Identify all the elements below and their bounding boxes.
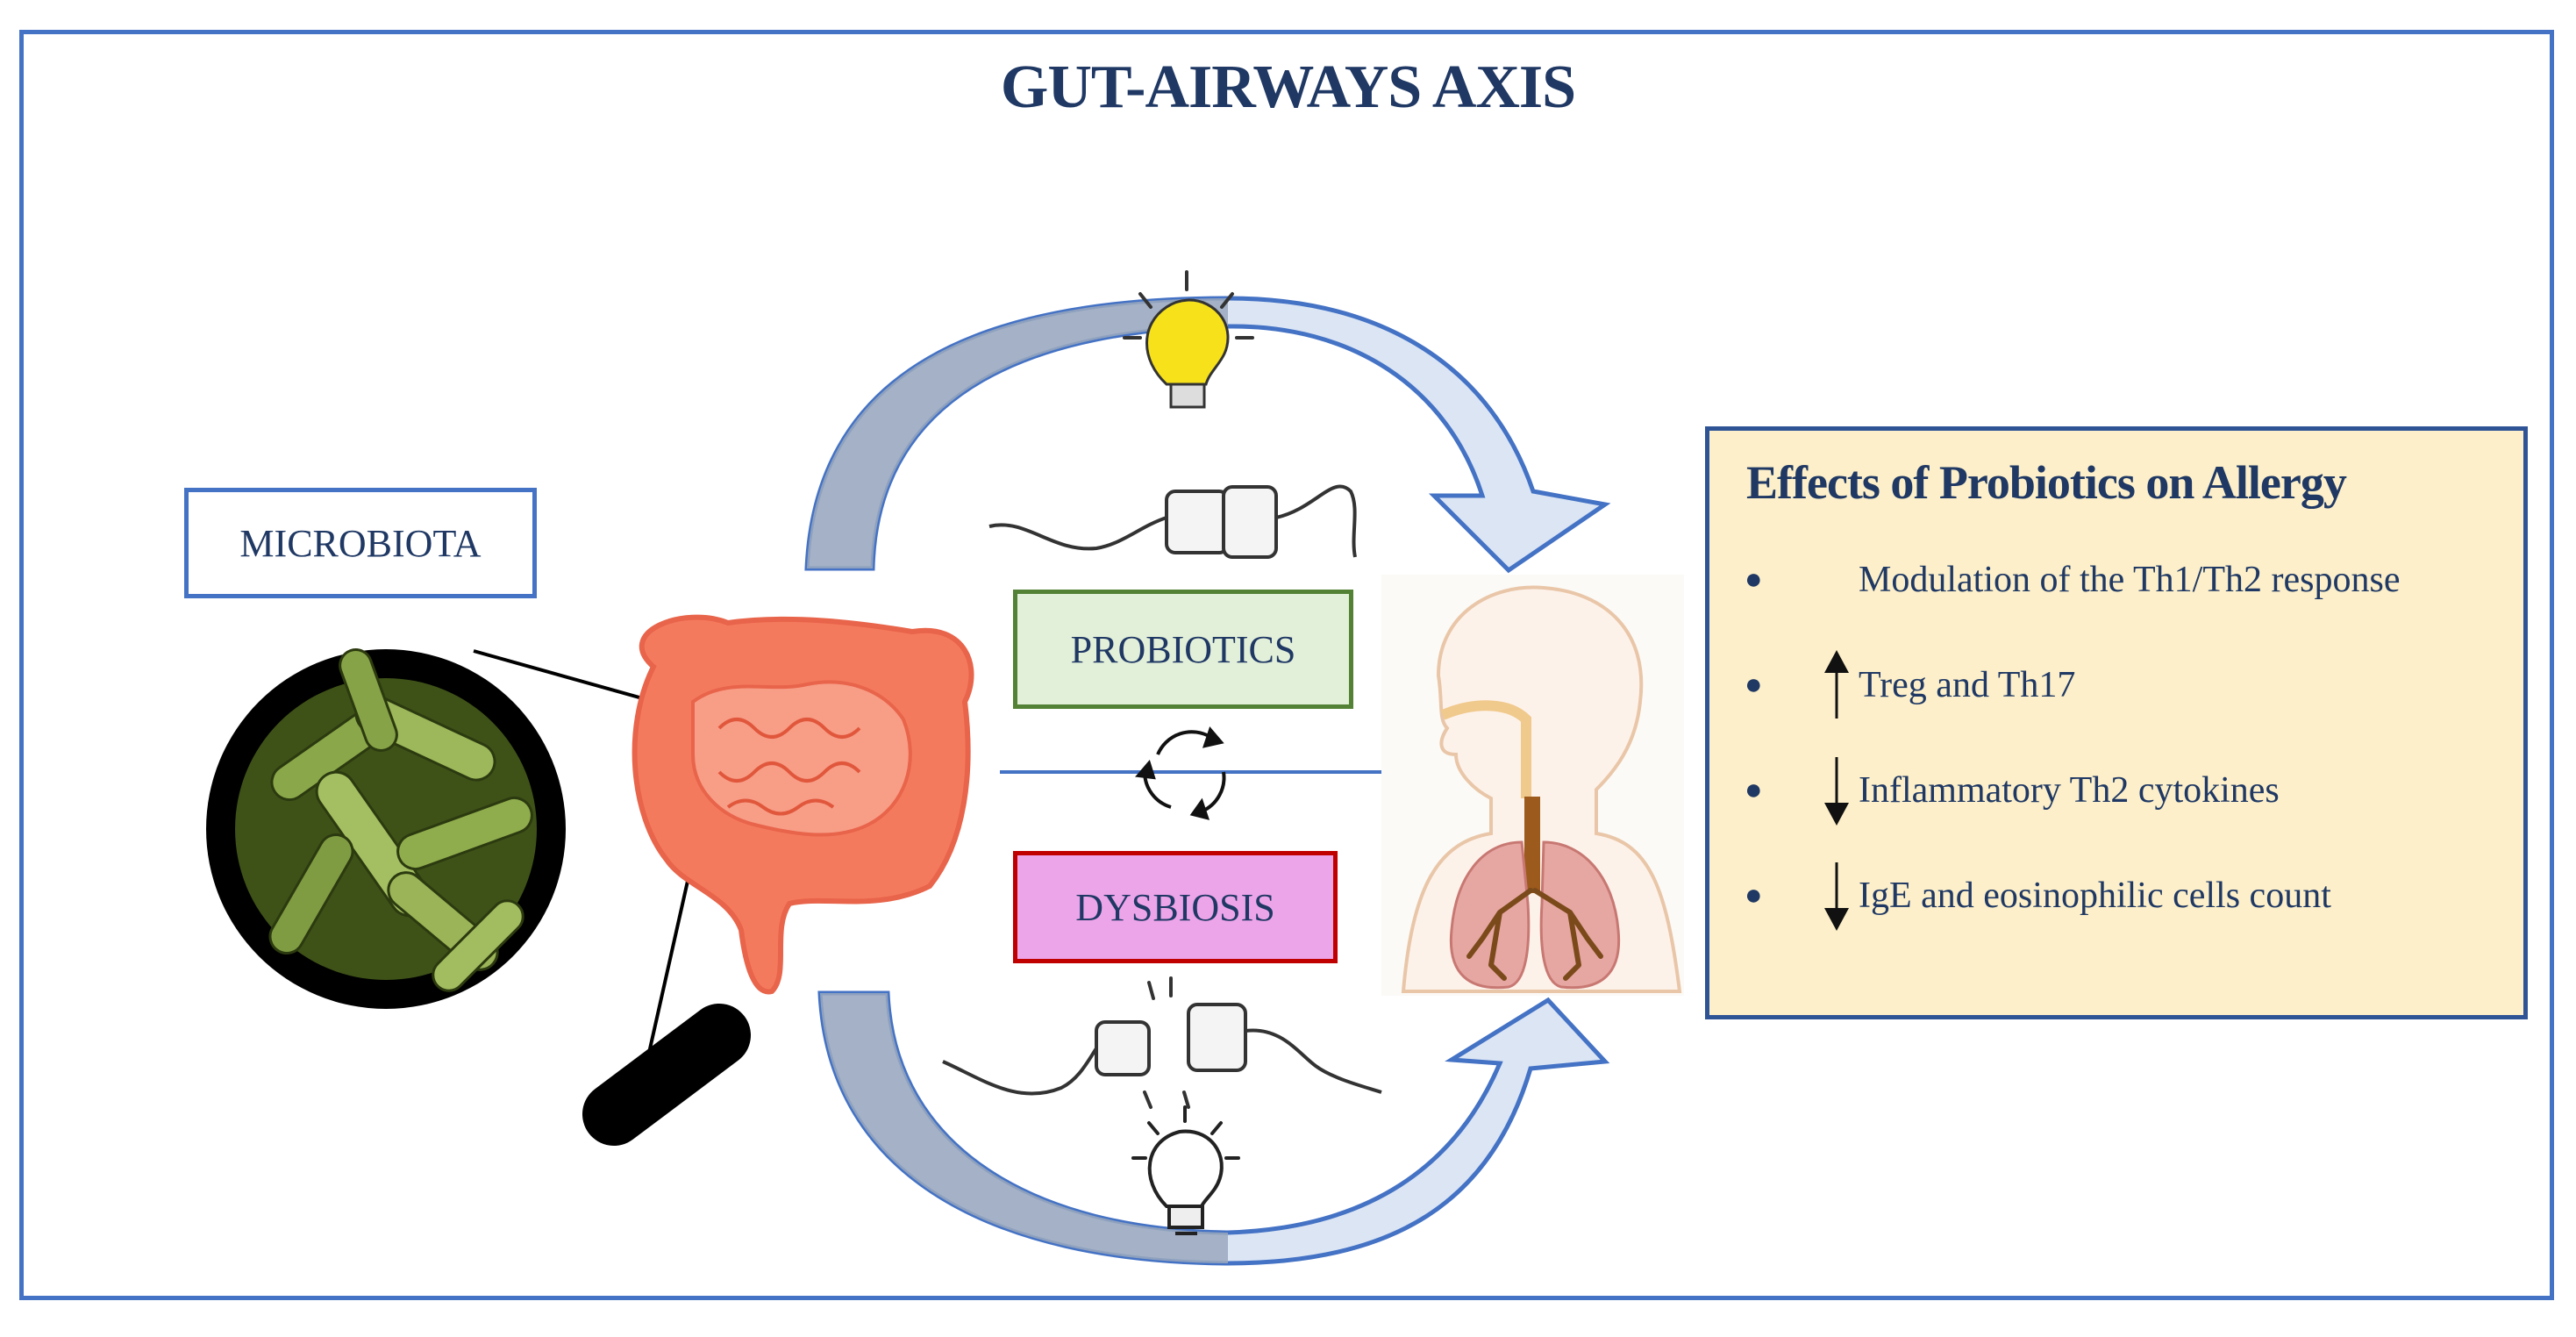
effect-text: Inflammatory Th2 cytokines (1859, 770, 2280, 811)
diagram-frame (19, 30, 2554, 1300)
bottom-curved-arrow (817, 990, 1610, 1266)
microbiota-label: MICROBIOTA (184, 488, 537, 598)
arrow-down-icon (1815, 755, 1859, 826)
bullet-icon: ● (1745, 563, 1763, 596)
effect-text: Treg and Th17 (1859, 665, 2076, 705)
cycle-icon (1135, 726, 1226, 820)
effect-item: ● Inflammatory Th2 cytokines (1745, 755, 2280, 826)
bacteria-icon (268, 648, 533, 992)
bullet-icon: ● (1745, 668, 1763, 701)
arrow-down-icon (1815, 861, 1859, 931)
effect-text: IgE and eosinophilic cells count (1859, 876, 2331, 916)
effect-text: Modulation of the Th1/Th2 response (1859, 560, 2401, 600)
arrow-up-icon (1815, 650, 1859, 720)
lightbulb-off-icon (1131, 1105, 1240, 1235)
plug-connected-icon (988, 484, 1357, 559)
effects-title: Effects of Probiotics on Allergy (1746, 456, 2347, 509)
diagram-title: GUT-AIRWAYS AXIS (1000, 54, 1576, 121)
magnifier-icon (206, 648, 751, 1146)
intestine-icon (632, 614, 974, 995)
effects-panel: Effects of Probiotics on Allergy ● Modul… (1705, 426, 2528, 1019)
effect-item: ● Modulation of the Th1/Th2 response (1745, 545, 2400, 615)
bullet-icon: ● (1745, 774, 1763, 806)
plug-disconnected-icon (942, 976, 1382, 1109)
lungs-icon (1449, 840, 1621, 990)
dysbiosis-label: DYSBIOSIS (1013, 851, 1338, 963)
effect-item: ● Treg and Th17 (1745, 650, 2075, 720)
bullet-icon: ● (1745, 879, 1763, 912)
effect-item: ● IgE and eosinophilic cells count (1745, 861, 2331, 931)
probiotics-label: PROBIOTICS (1013, 590, 1353, 709)
lightbulb-on-icon (1123, 270, 1254, 409)
airways-icon (1381, 575, 1684, 996)
